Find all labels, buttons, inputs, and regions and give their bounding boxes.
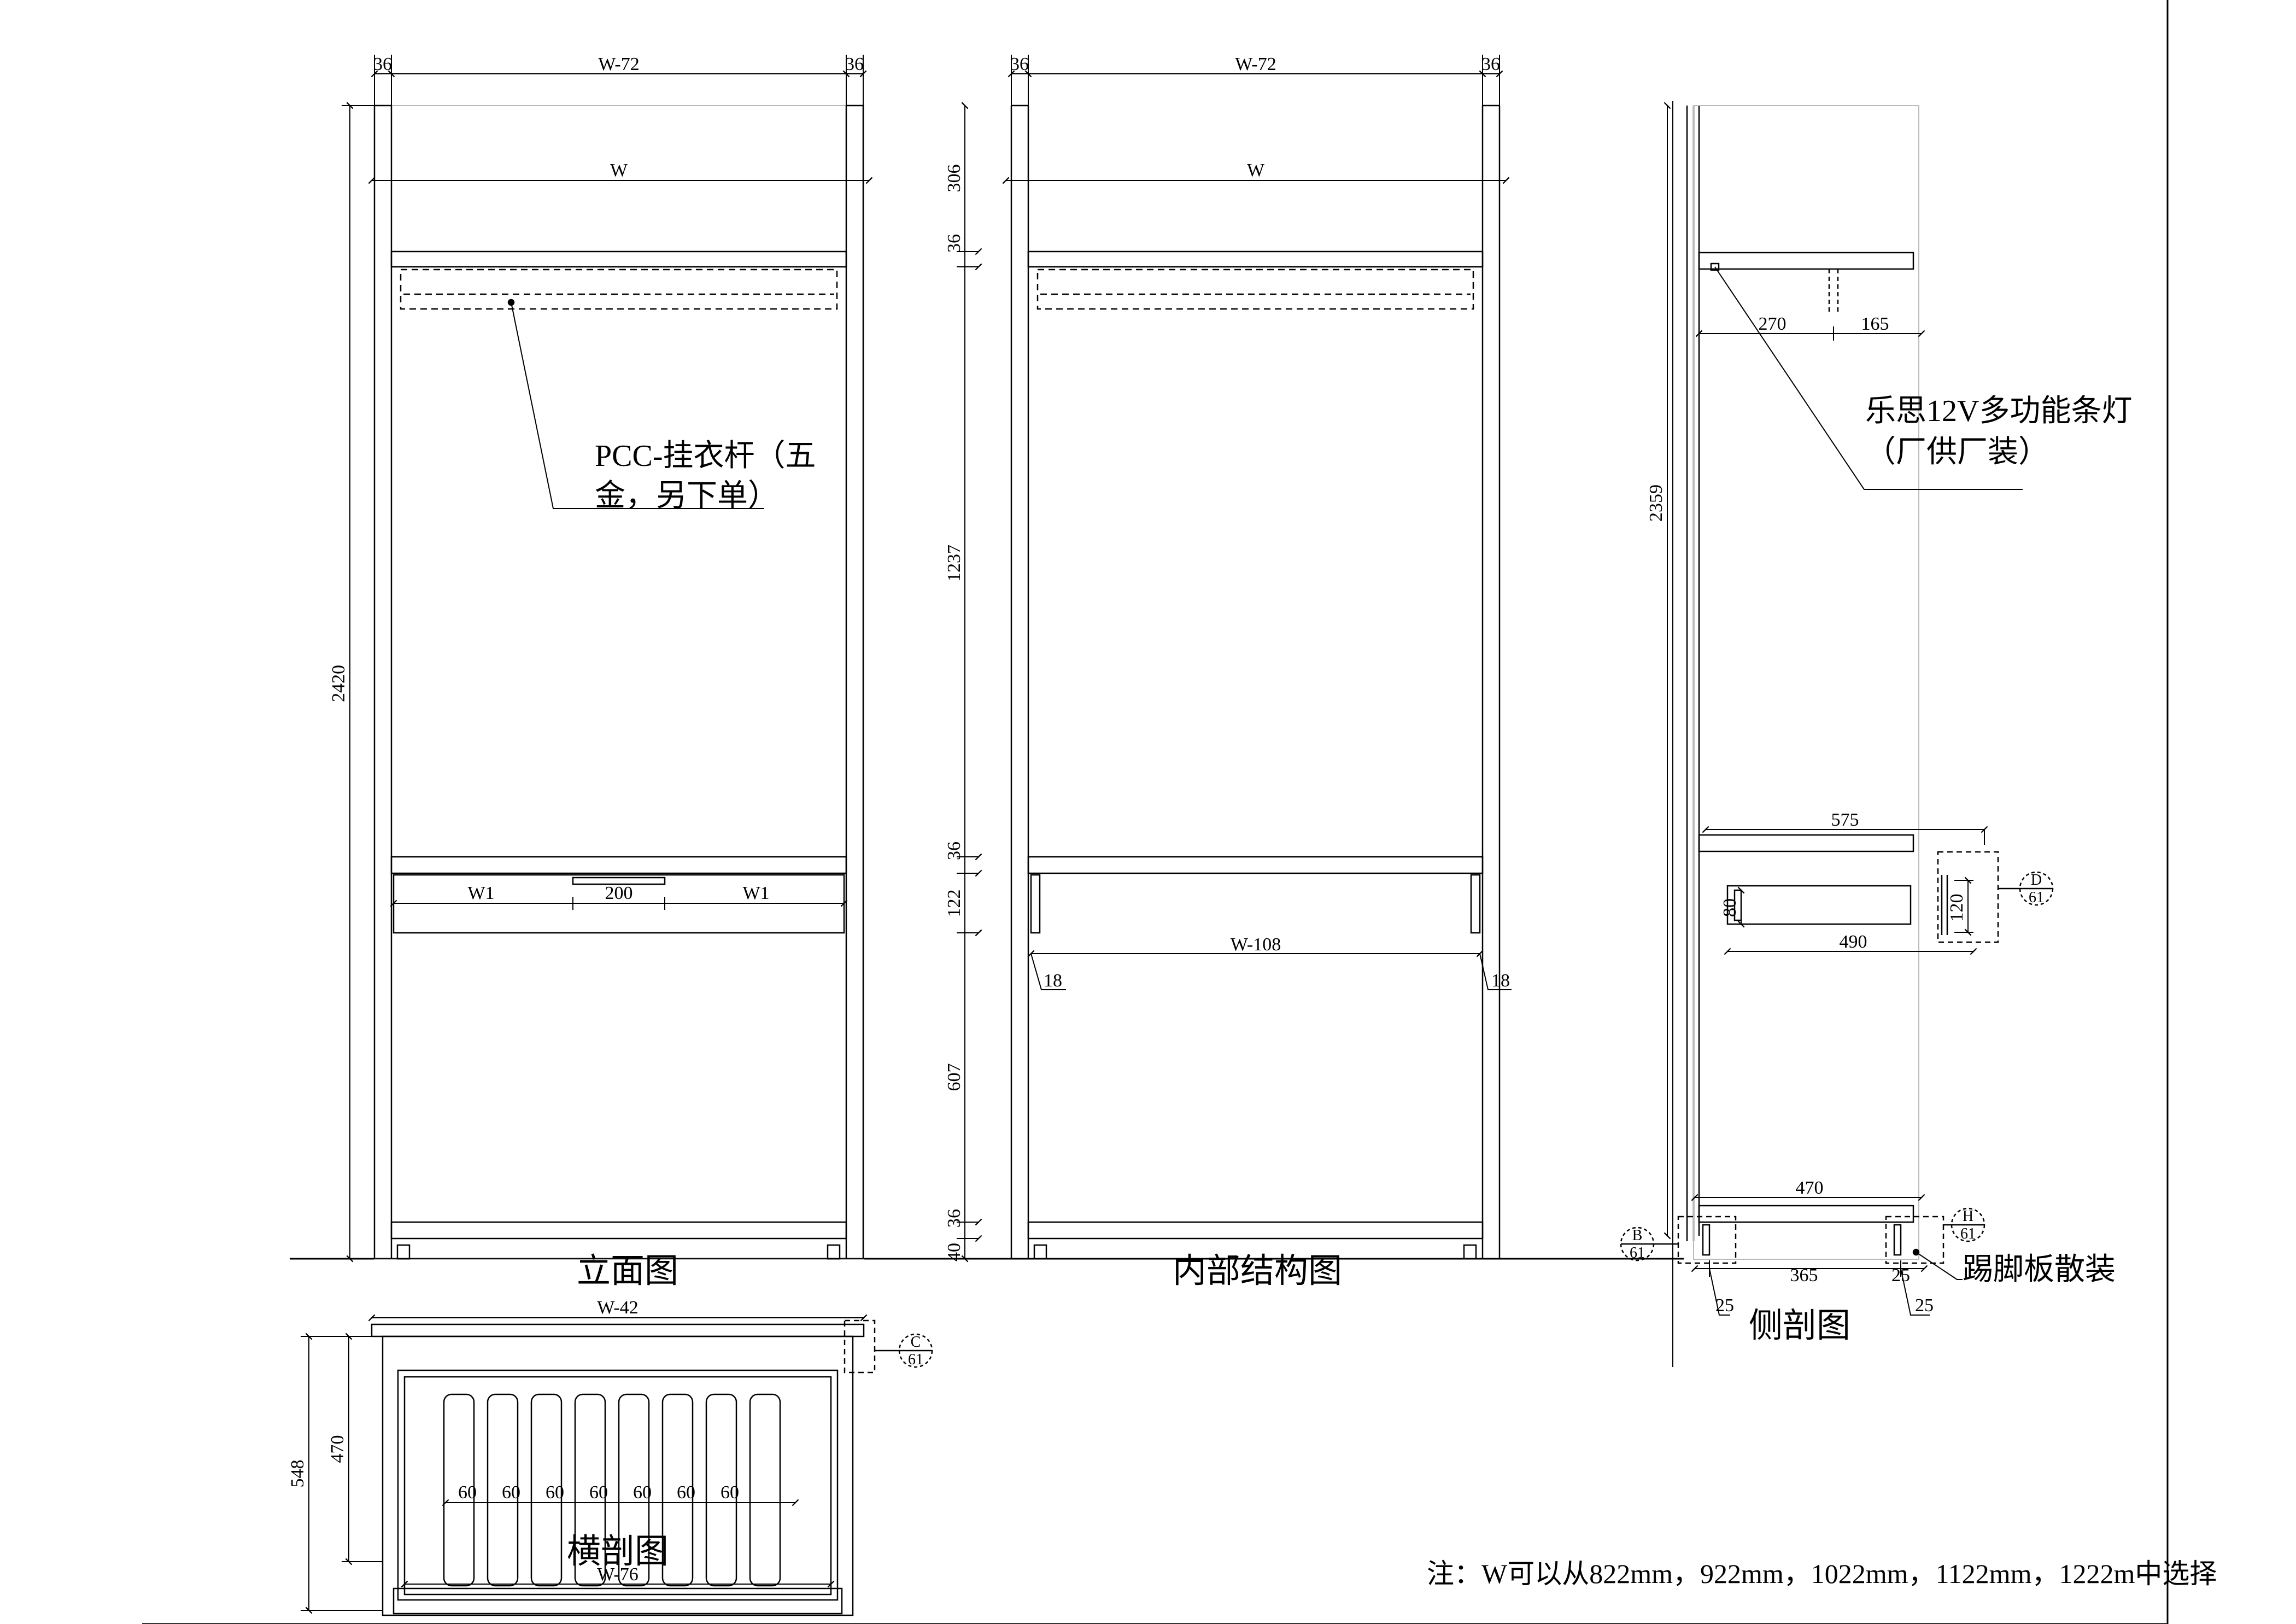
plan-divider-slot [443, 1393, 475, 1587]
dim-plan-548: 548 [288, 1460, 308, 1488]
dim-plan-60-2: 60 [502, 1482, 520, 1503]
title-plan: 横剖图 [567, 1533, 669, 1570]
dim-int-w: W [1247, 160, 1265, 180]
dim-elev-w72: W-72 [598, 54, 640, 74]
plan-view [301, 1314, 933, 1616]
dim-plan-60-6: 60 [677, 1482, 695, 1503]
dim-plan-w42: W-42 [597, 1298, 639, 1318]
hanging-rod-label-line2: 金，另下单） [595, 479, 778, 513]
plan-divider-slot [618, 1393, 650, 1587]
internal-labels: 36 W-72 36 W 306 36 1237 36 122 607 36 4… [944, 54, 1510, 1290]
plan-divider-slot [487, 1393, 519, 1587]
dim-plan-w76: W-76 [597, 1564, 639, 1585]
dim-side-365: 365 [1790, 1265, 1818, 1286]
dim-elev-36-right: 36 [845, 54, 864, 74]
kickboard-label: 踢脚板散装 [1963, 1253, 2116, 1287]
dim-plan-60-5: 60 [633, 1482, 652, 1503]
elevation-labels: 36 W-72 36 W 2420 W1 200 W1 PCC-挂衣杆（五 金，… [329, 54, 864, 1290]
dim-elev-36-left: 36 [373, 54, 392, 74]
hanging-rod-label-line1: PCC-挂衣杆（五 [595, 439, 816, 473]
dim-int-306: 306 [944, 165, 964, 192]
internal-view [957, 55, 1512, 1263]
dim-int-18-left: 18 [1044, 971, 1062, 991]
dim-side-270: 270 [1759, 314, 1787, 334]
width-options-note: 注：W可以从822mm，922mm，1022mm，1122mm，1222m中选择 [1427, 1558, 2217, 1589]
plan-divider-slot [749, 1393, 781, 1587]
dim-side-490: 490 [1840, 932, 1867, 952]
badge-b-letter: B [1632, 1227, 1643, 1244]
dim-int-18-right: 18 [1491, 971, 1510, 991]
badge-h-letter: H [1963, 1208, 1973, 1225]
badge-h-num: 61 [1960, 1225, 1976, 1242]
dim-side-25-left: 25 [1715, 1295, 1734, 1316]
dim-side-25-mid: 25 [1891, 1265, 1910, 1286]
plan-divider-slot [574, 1393, 606, 1587]
badge-c-letter: C [911, 1334, 921, 1351]
dim-elev-200: 200 [605, 883, 633, 903]
dim-int-122: 122 [944, 890, 964, 918]
dim-plan-60-3: 60 [546, 1482, 564, 1503]
plan-divider-slot [661, 1393, 694, 1587]
title-internal: 内部结构图 [1173, 1253, 1342, 1290]
light-label-line2: （厂供厂装） [1865, 435, 2049, 469]
dim-plan-60-4: 60 [589, 1482, 608, 1503]
dim-int-36b: 36 [944, 842, 964, 860]
badge-c-num: 61 [908, 1351, 923, 1368]
side-labels: 2359 270 165 575 80 120 490 470 365 25 2… [1630, 314, 2132, 1345]
badge-d-letter: D [2031, 872, 2042, 889]
dim-int-36-right: 36 [1481, 54, 1500, 74]
dim-side-165: 165 [1861, 314, 1889, 334]
dim-side-25-right: 25 [1915, 1295, 1934, 1316]
dim-elev-w: W [610, 160, 628, 180]
dim-side-120: 120 [1947, 894, 1967, 922]
dim-plan-470: 470 [327, 1435, 348, 1463]
plan-divider-slot [530, 1393, 563, 1587]
badge-b-num: 61 [1630, 1245, 1645, 1261]
dim-int-40: 40 [944, 1243, 964, 1261]
dim-elev-w1-left: W1 [467, 883, 494, 903]
dim-elev-w1-right: W1 [742, 883, 769, 903]
light-label-line1: 乐思12V多功能条灯 [1865, 394, 2132, 428]
dim-int-36c: 36 [944, 1209, 964, 1228]
plan-divider-slot [705, 1393, 737, 1587]
side-view [1620, 101, 2054, 1367]
dim-side-575: 575 [1831, 810, 1859, 830]
dim-int-w72: W-72 [1235, 54, 1276, 74]
dim-side-80: 80 [1720, 898, 1740, 917]
elevation-view [342, 55, 873, 1263]
sheet-frame [142, 0, 2169, 1624]
dim-side-470: 470 [1796, 1178, 1824, 1198]
dim-side-2359: 2359 [1646, 484, 1666, 522]
title-elevation: 立面图 [577, 1253, 678, 1290]
dim-elev-2420: 2420 [329, 665, 349, 702]
plan-slots [443, 1393, 781, 1587]
plan-labels: W-42 470 548 60 60 60 60 60 60 60 W-76 横… [288, 1298, 923, 1585]
dim-int-36a: 36 [944, 234, 964, 253]
dim-int-1237: 1237 [944, 545, 964, 582]
dim-int-36-left: 36 [1010, 54, 1029, 74]
dim-int-607: 607 [944, 1064, 964, 1091]
badge-d-num: 61 [2029, 889, 2044, 906]
title-side: 侧剖图 [1749, 1307, 1850, 1345]
dim-int-w108: W-108 [1231, 934, 1281, 955]
dim-plan-60-1: 60 [458, 1482, 477, 1503]
dim-plan-60-7: 60 [721, 1482, 739, 1503]
